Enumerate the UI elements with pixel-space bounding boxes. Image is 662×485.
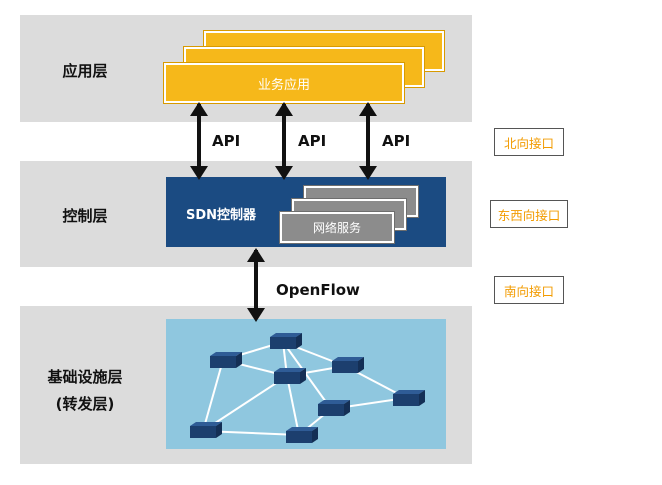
api-label-3: API — [382, 132, 411, 150]
network-switches — [190, 333, 425, 443]
openflow-arrow — [247, 248, 265, 322]
switch-icon — [286, 427, 318, 443]
application-layer-label: 应用层 — [62, 62, 108, 80]
api-arrow-1 — [190, 102, 208, 180]
network-service-label: 网络服务 — [312, 221, 361, 235]
infrastructure-layer-sublabel: (转发层) — [55, 395, 115, 413]
api-label-2: API — [298, 132, 327, 150]
openflow-label: OpenFlow — [276, 281, 360, 299]
switch-icon — [274, 368, 306, 384]
southbound-interface-badge: 南向接口 — [494, 276, 564, 304]
network-service-box-front: 网络服务 — [280, 212, 394, 243]
switch-icon — [332, 357, 364, 373]
switch-icon — [393, 390, 425, 406]
switch-icon — [210, 352, 242, 368]
switch-icon — [318, 400, 350, 416]
control-layer-label: 控制层 — [62, 207, 108, 225]
business-app-box-front: 业务应用 — [164, 63, 404, 103]
api-arrow-2 — [275, 102, 293, 180]
east-west-interface-badge: 东西向接口 — [490, 200, 568, 228]
business-app-label: 业务应用 — [257, 77, 310, 93]
switch-icon — [270, 333, 302, 349]
northbound-interface-badge: 北向接口 — [494, 128, 564, 156]
switch-icon — [190, 422, 222, 438]
infrastructure-layer-label: 基础设施层 — [47, 368, 123, 386]
api-label-1: API — [212, 132, 241, 150]
sdn-controller-label: SDN控制器 — [186, 208, 257, 223]
api-arrow-3 — [359, 102, 377, 180]
